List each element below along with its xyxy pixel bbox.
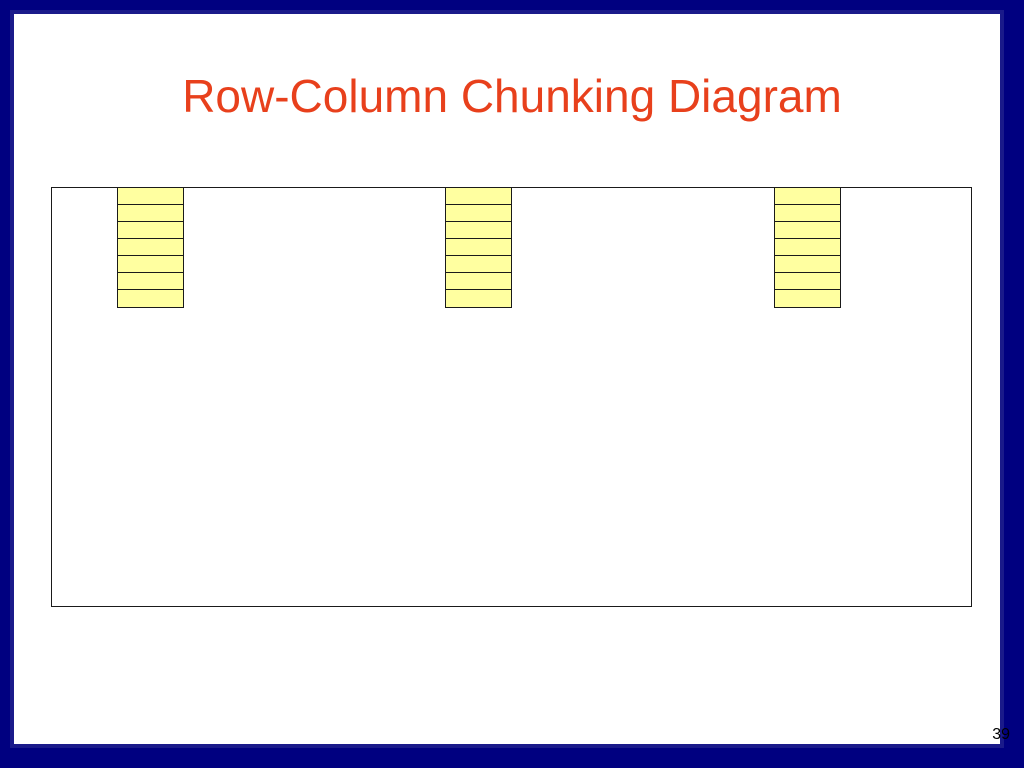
chunk-cell — [446, 256, 511, 273]
chunk-cell — [118, 273, 183, 290]
chunk-cell — [775, 290, 840, 307]
chunk-cell — [775, 273, 840, 290]
chunk-cell — [446, 205, 511, 222]
chunk-column-3 — [774, 187, 841, 308]
chunk-cell — [446, 273, 511, 290]
chunk-cell — [118, 188, 183, 205]
slide-title: Row-Column Chunking Diagram — [182, 70, 842, 122]
page-number: 39 — [992, 726, 1010, 743]
chunk-cell — [446, 290, 511, 307]
chunk-column-2 — [445, 187, 512, 308]
chunk-cell — [118, 239, 183, 256]
chunk-cell — [775, 239, 840, 256]
chunk-cell — [775, 205, 840, 222]
chunk-cell — [775, 222, 840, 239]
chunk-cell — [775, 256, 840, 273]
chunk-cell — [118, 205, 183, 222]
chunk-cell — [446, 222, 511, 239]
chunk-cell — [775, 188, 840, 205]
chunk-column-1 — [117, 187, 184, 308]
chunk-cell — [118, 290, 183, 307]
chunk-cell — [118, 256, 183, 273]
chunk-cell — [446, 188, 511, 205]
chunk-cell — [118, 222, 183, 239]
chunk-cell — [446, 239, 511, 256]
